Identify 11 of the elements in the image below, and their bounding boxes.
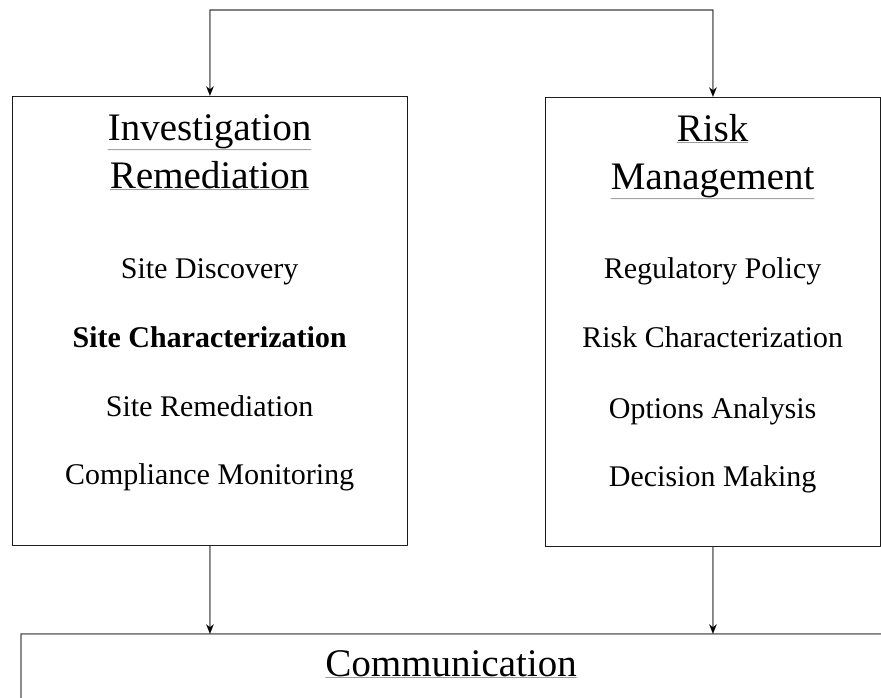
heading: Investigation Remediation (108, 114, 312, 190)
heading: Risk Management (610, 114, 814, 199)
heading: Communication (325, 650, 577, 678)
item-text: Decision Making (610, 465, 816, 492)
item-text: Risk Characterization (583, 326, 842, 348)
item-text: Compliance Monitoring (66, 463, 354, 490)
item-text: Site Remediation (108, 395, 313, 416)
item-text: Regulatory Policy (604, 257, 822, 284)
item-text: Site Characterization (74, 326, 346, 348)
item-text: Site Discovery (122, 258, 298, 284)
item-text: Options Analysis (610, 397, 816, 424)
